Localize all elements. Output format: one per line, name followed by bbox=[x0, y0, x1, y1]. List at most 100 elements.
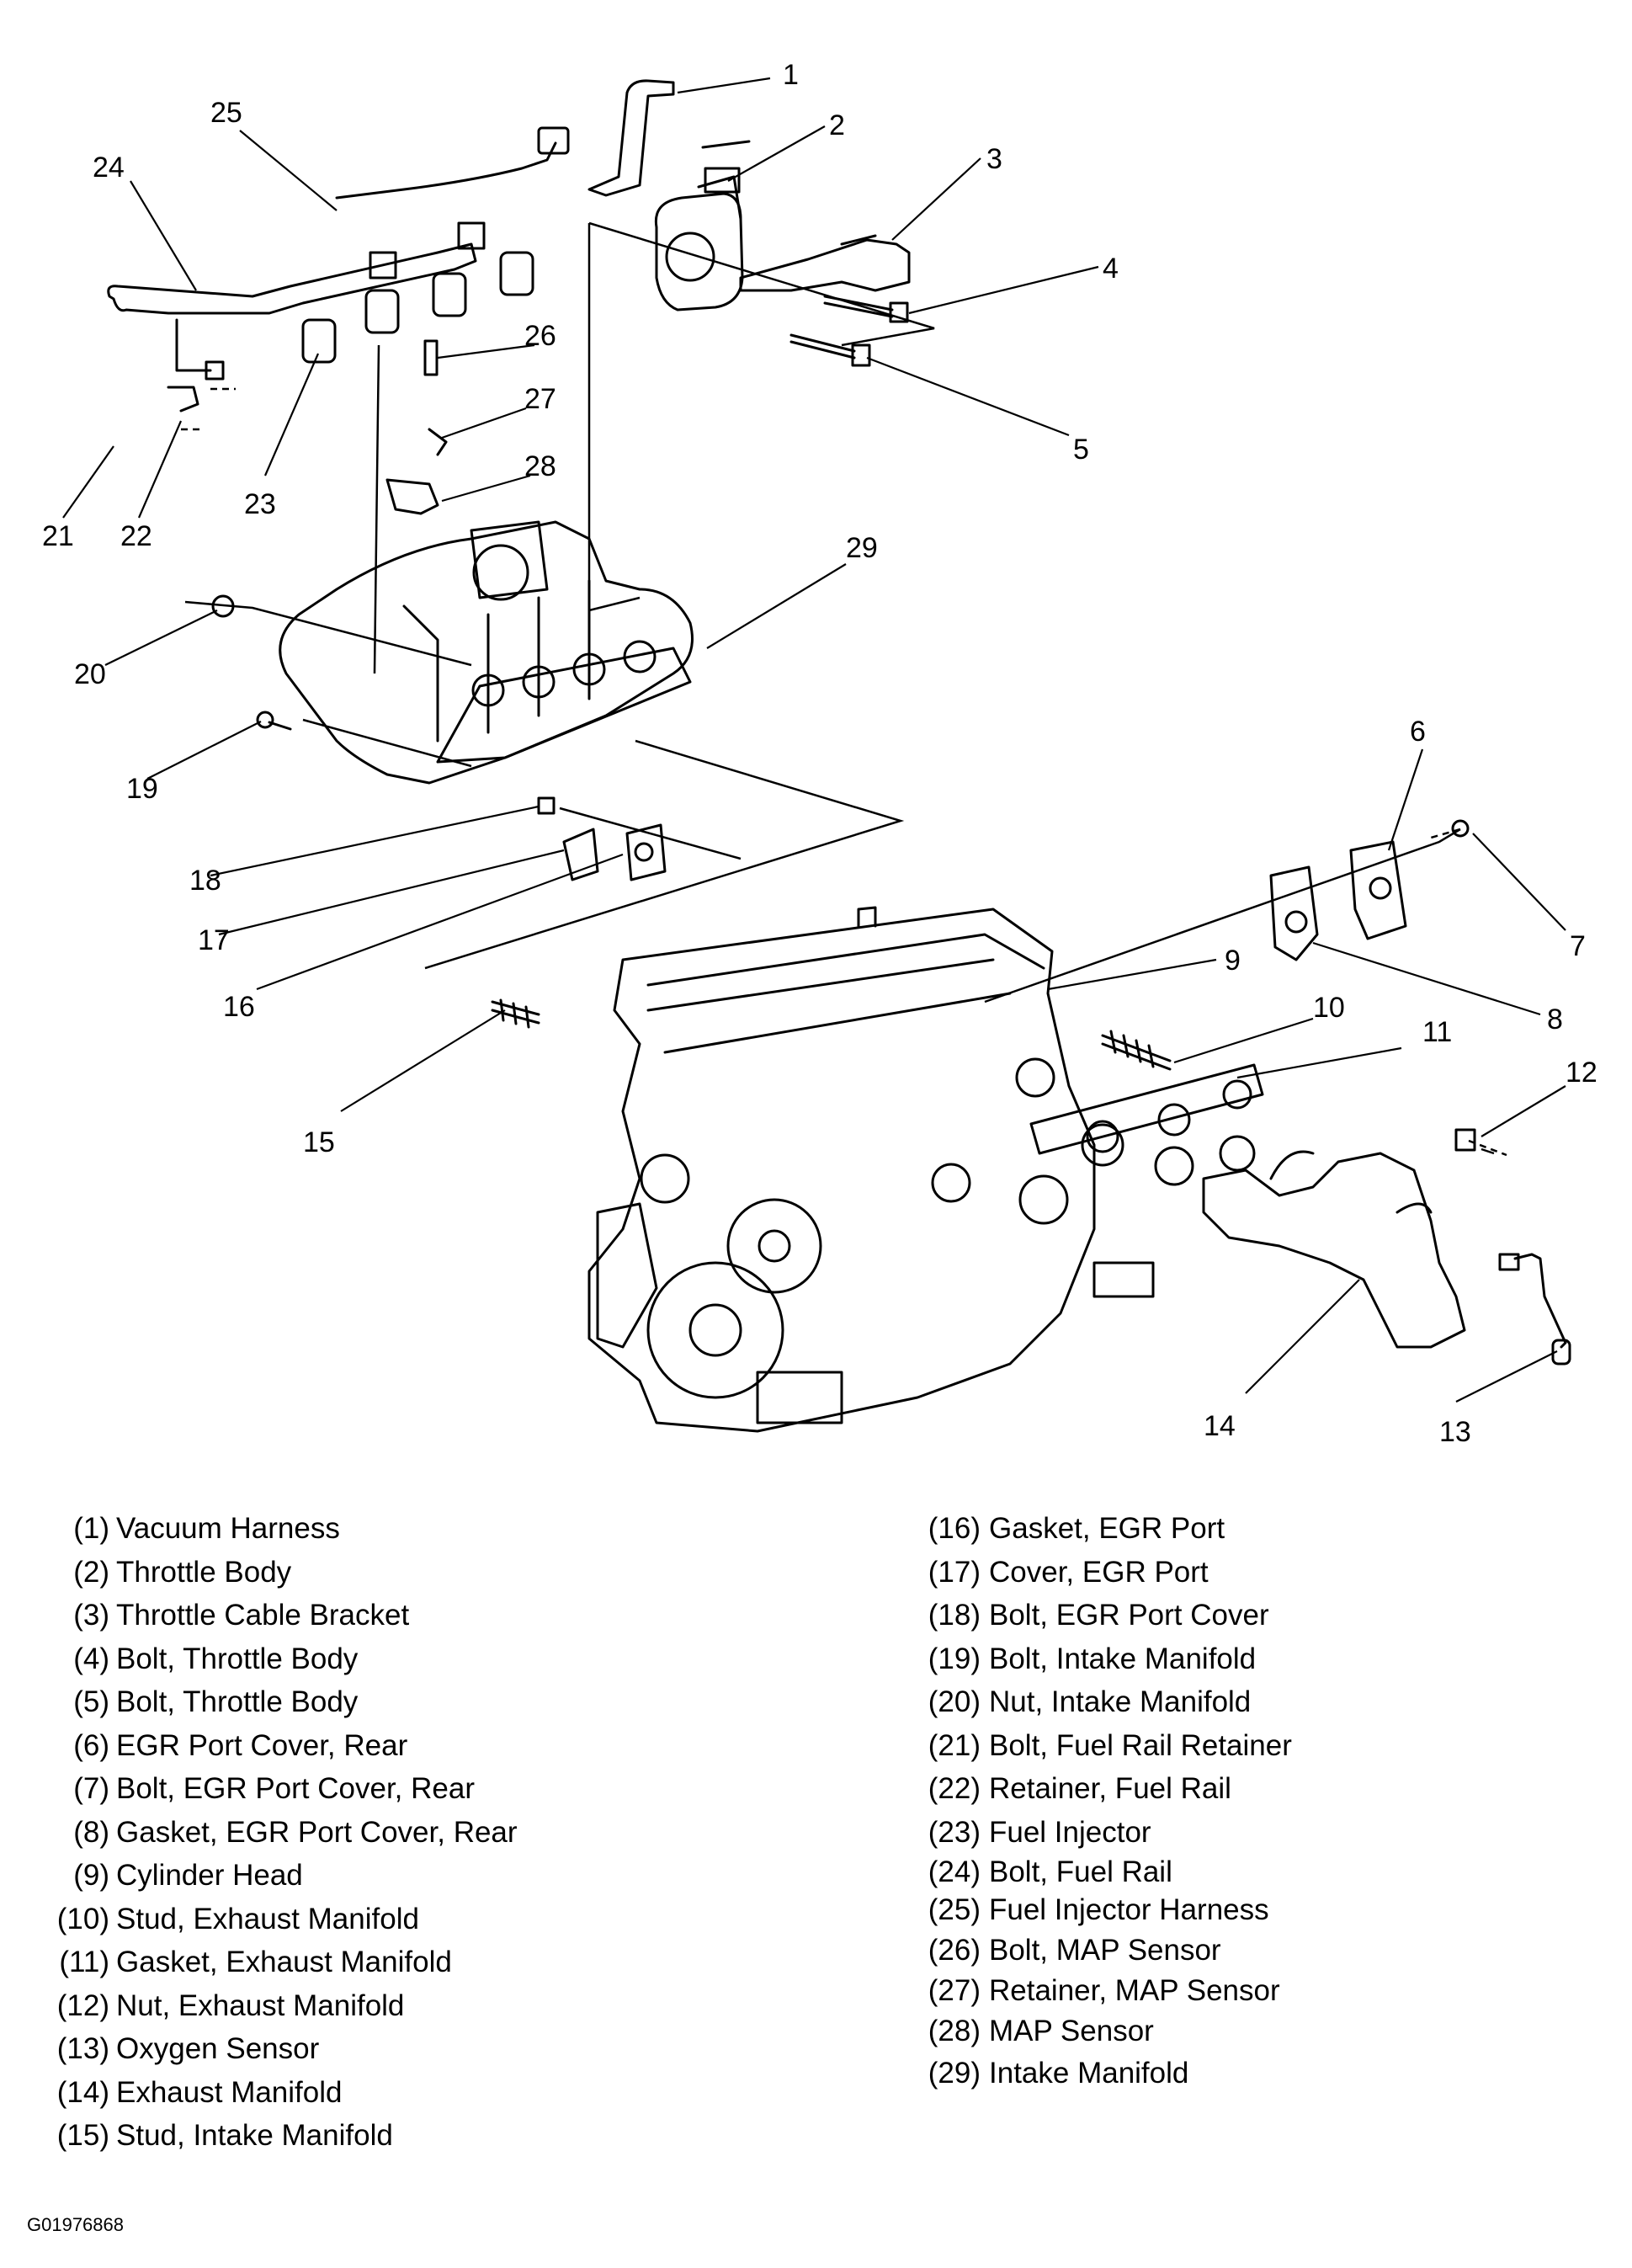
legend-label: Exhaust Manifold bbox=[116, 2075, 343, 2109]
callout-23: 23 bbox=[244, 488, 276, 520]
legend-item: (20)Nut, Intake Manifold bbox=[905, 1680, 1632, 1724]
legend-item: (17)Cover, EGR Port bbox=[905, 1551, 1632, 1595]
callout-3: 3 bbox=[986, 143, 1002, 175]
legend-item: (2)Throttle Body bbox=[25, 1551, 783, 1595]
callout-7: 7 bbox=[1570, 930, 1586, 962]
vacuum-harness-part bbox=[587, 79, 751, 197]
throttle-body-bolt-lower bbox=[789, 333, 871, 367]
callout-15: 15 bbox=[303, 1126, 335, 1158]
legend-number: (8) bbox=[73, 1815, 109, 1849]
figure-id: G01976868 bbox=[27, 2214, 124, 2235]
callout-8: 8 bbox=[1547, 1004, 1563, 1036]
legend-label: Nut, Exhaust Manifold bbox=[116, 1988, 405, 2022]
legend-item: (7)Bolt, EGR Port Cover, Rear bbox=[25, 1767, 783, 1811]
intake-manifold-part bbox=[279, 520, 694, 785]
callout-16: 16 bbox=[223, 991, 255, 1023]
legend-number: (14) bbox=[56, 2075, 109, 2109]
legend-label: Bolt, Intake Manifold bbox=[989, 1642, 1257, 1675]
legend-number: (6) bbox=[73, 1728, 109, 1762]
legend-label: Gasket, EGR Port bbox=[989, 1512, 1225, 1545]
legend-item: (13)Oxygen Sensor bbox=[25, 2027, 783, 2071]
legend-label: Cover, EGR Port bbox=[989, 1555, 1209, 1589]
callout-13: 13 bbox=[1439, 1416, 1471, 1448]
callout-26: 26 bbox=[524, 320, 556, 352]
legend-right-column: (16)Gasket, EGR Port (17)Cover, EGR Port… bbox=[905, 1507, 1632, 2095]
exhaust-manifold-gasket-part bbox=[1029, 1063, 1264, 1155]
callout-18: 18 bbox=[189, 865, 221, 897]
legend-item: (27)Retainer, MAP Sensor bbox=[905, 1971, 1632, 2011]
callout-14: 14 bbox=[1204, 1410, 1236, 1442]
legend-number: (19) bbox=[928, 1642, 981, 1675]
legend-left-column: (1)Vacuum Harness (2)Throttle Body (3)Th… bbox=[25, 1507, 783, 2158]
callout-27: 27 bbox=[524, 383, 556, 415]
legend-label: Bolt, Fuel Rail Retainer bbox=[989, 1728, 1292, 1762]
legend-label: Stud, Exhaust Manifold bbox=[116, 1902, 419, 1935]
legend-number: (15) bbox=[56, 2119, 109, 2152]
legend-number: (7) bbox=[73, 1772, 109, 1805]
legend-label: Retainer, Fuel Rail bbox=[989, 1772, 1231, 1805]
legend-label: Bolt, Throttle Body bbox=[116, 1685, 359, 1718]
legend-number: (21) bbox=[928, 1728, 981, 1762]
legend-label: Gasket, EGR Port Cover, Rear bbox=[116, 1815, 518, 1849]
oxygen-sensor-part bbox=[1498, 1253, 1571, 1366]
callout-20: 20 bbox=[74, 658, 106, 690]
legend-label: Retainer, MAP Sensor bbox=[989, 1974, 1280, 2007]
legend-item: (19)Bolt, Intake Manifold bbox=[905, 1637, 1632, 1681]
legend-number: (10) bbox=[56, 1902, 109, 1935]
legend-number: (13) bbox=[56, 2032, 109, 2065]
callout-6: 6 bbox=[1410, 716, 1426, 748]
legend-label: Fuel Injector Harness bbox=[989, 1893, 1269, 1926]
legend-label: Nut, Intake Manifold bbox=[989, 1685, 1252, 1718]
legend-item: (3)Throttle Cable Bracket bbox=[25, 1594, 783, 1637]
engine-exploded-diagram: 1 2 3 4 5 6 7 8 9 10 11 12 13 14 15 16 1… bbox=[42, 59, 1597, 1448]
callout-10: 10 bbox=[1313, 992, 1345, 1024]
legend-number: (11) bbox=[59, 1946, 109, 1978]
legend-item: (22)Retainer, Fuel Rail bbox=[905, 1767, 1632, 1811]
legend-label: Vacuum Harness bbox=[116, 1512, 340, 1545]
callout-29: 29 bbox=[846, 532, 878, 564]
legend-number: (12) bbox=[56, 1988, 109, 2022]
legend-item: (1)Vacuum Harness bbox=[25, 1507, 783, 1551]
legend-item: (11)Gasket, Exhaust Manifold bbox=[25, 1941, 783, 1984]
legend-number: (9) bbox=[73, 1859, 109, 1892]
legend-item: (15)Stud, Intake Manifold bbox=[25, 2114, 783, 2158]
legend-number: (4) bbox=[73, 1642, 109, 1675]
legend-item: (18)Bolt, EGR Port Cover bbox=[905, 1594, 1632, 1637]
callout-25: 25 bbox=[210, 97, 242, 129]
legend-number: (29) bbox=[928, 2057, 981, 2090]
legend-item: (24)Bolt, Fuel Rail bbox=[905, 1854, 1632, 1890]
legend-item: (5)Bolt, Throttle Body bbox=[25, 1680, 783, 1724]
legend-label: Stud, Intake Manifold bbox=[116, 2119, 393, 2152]
legend-item: (16)Gasket, EGR Port bbox=[905, 1507, 1632, 1551]
legend-label: Throttle Cable Bracket bbox=[116, 1599, 410, 1632]
exhaust-manifold-stud bbox=[1101, 1030, 1172, 1071]
callout-17: 17 bbox=[198, 924, 230, 956]
callout-4: 4 bbox=[1103, 253, 1119, 285]
legend-item: (26)Bolt, MAP Sensor bbox=[905, 1930, 1632, 1971]
legend-label: Throttle Body bbox=[116, 1555, 292, 1589]
legend-number: (27) bbox=[928, 1974, 981, 2007]
legend-number: (17) bbox=[928, 1555, 981, 1589]
legend-item: (6)EGR Port Cover, Rear bbox=[25, 1724, 783, 1768]
callout-22: 22 bbox=[120, 520, 152, 552]
callout-24: 24 bbox=[93, 152, 125, 184]
legend-label: Bolt, EGR Port Cover, Rear bbox=[116, 1772, 475, 1805]
legend-label: Bolt, MAP Sensor bbox=[989, 1934, 1221, 1967]
legend-label: EGR Port Cover, Rear bbox=[116, 1728, 408, 1762]
legend-number: (2) bbox=[73, 1555, 109, 1589]
callout-11: 11 bbox=[1422, 1016, 1452, 1048]
map-sensor-part bbox=[385, 339, 448, 515]
callout-19: 19 bbox=[126, 773, 158, 805]
legend-label: Intake Manifold bbox=[989, 2057, 1189, 2090]
legend-item: (14)Exhaust Manifold bbox=[25, 2071, 783, 2115]
egr-port-cover-parts bbox=[537, 796, 667, 881]
throttle-cable-bracket-part bbox=[739, 234, 911, 292]
legend-number: (20) bbox=[928, 1685, 981, 1718]
legend-number: (24) bbox=[928, 1855, 981, 1888]
legend-item: (23)Fuel Injector bbox=[905, 1811, 1632, 1855]
legend-number: (16) bbox=[928, 1512, 981, 1545]
legend-number: (25) bbox=[928, 1893, 981, 1926]
legend-label: Bolt, Fuel Rail bbox=[989, 1855, 1172, 1888]
callout-1: 1 bbox=[783, 59, 799, 91]
legend-item: (29)Intake Manifold bbox=[905, 2052, 1632, 2095]
